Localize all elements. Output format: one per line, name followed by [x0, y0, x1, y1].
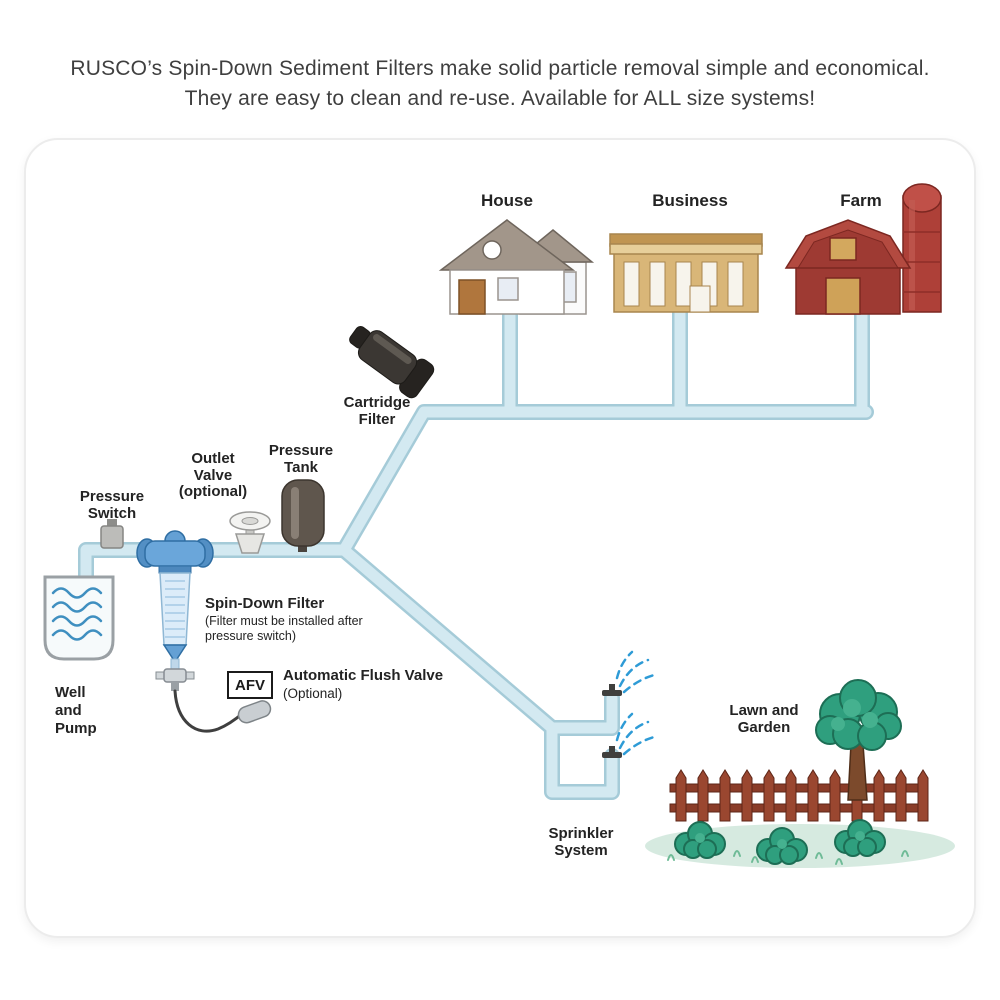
business-door: [689, 285, 711, 313]
house-illustration: [438, 219, 595, 315]
farm-illustration: [784, 183, 942, 315]
grass-icon: [667, 850, 909, 865]
farm-label: Farm: [840, 191, 882, 210]
flush-tube: [173, 689, 245, 733]
silo: [902, 195, 942, 313]
lawn-and-garden-label: Lawn and Garden: [729, 702, 799, 736]
pipe-network: [78, 292, 874, 800]
house-label: House: [481, 191, 533, 210]
bushes-icon: [674, 819, 886, 865]
pressure-tank-illustration: [281, 479, 325, 552]
house-door: [458, 279, 486, 315]
sprinkler-system-label: Sprinkler System: [548, 825, 614, 859]
headline-line1: RUSCO’s Spin-Down Sediment Filters make …: [70, 57, 930, 80]
tree-icon: [815, 679, 902, 801]
outlet-valve-illustration: [229, 511, 271, 554]
spray-upper-icon: [615, 650, 660, 694]
pressure-switch-label: Pressure Switch: [79, 488, 145, 522]
spin-down-filter-label: Spin-Down Filter: [205, 595, 325, 612]
flush-valve-illustration: [155, 668, 272, 733]
automatic-flush-valve-note: (Optional): [283, 686, 343, 701]
pressure-switch-illustration: [100, 519, 124, 549]
fence-icon: [669, 769, 929, 822]
automatic-flush-valve-label: Automatic Flush Valve: [283, 667, 444, 684]
sprinkler-illustration: [602, 650, 660, 758]
business-label: Business: [652, 191, 728, 210]
outlet-valve-label: Outlet Valve (optional): [178, 450, 248, 500]
afv-box: AFV: [227, 671, 273, 699]
spin-down-filter-note: (Filter must be installed after pressure…: [205, 614, 363, 643]
sprinkler-head-upper: [602, 684, 622, 696]
well-illustration: [43, 575, 115, 661]
business-illustration: [609, 233, 763, 313]
barn-door: [825, 277, 861, 315]
cartridge-filter-illustration: [349, 326, 435, 399]
water-waves-icon: [51, 587, 103, 641]
lawn-garden-illustration: [645, 679, 955, 868]
headline-line2: They are easy to clean and re-use. Avail…: [184, 87, 816, 110]
hayloft-window: [829, 237, 857, 261]
sprinkler-head-lower: [602, 746, 622, 758]
pressure-tank-label: Pressure Tank: [268, 442, 334, 476]
well-and-pump-label: Well and Pump: [55, 684, 97, 737]
headline: RUSCO’s Spin-Down Sediment Filters make …: [0, 54, 1000, 114]
spray-lower-icon: [615, 712, 660, 756]
spin-down-filter-illustration: [136, 530, 214, 670]
gable-window-icon: [482, 240, 502, 260]
cartridge-filter-label: Cartridge Filter: [343, 394, 411, 428]
